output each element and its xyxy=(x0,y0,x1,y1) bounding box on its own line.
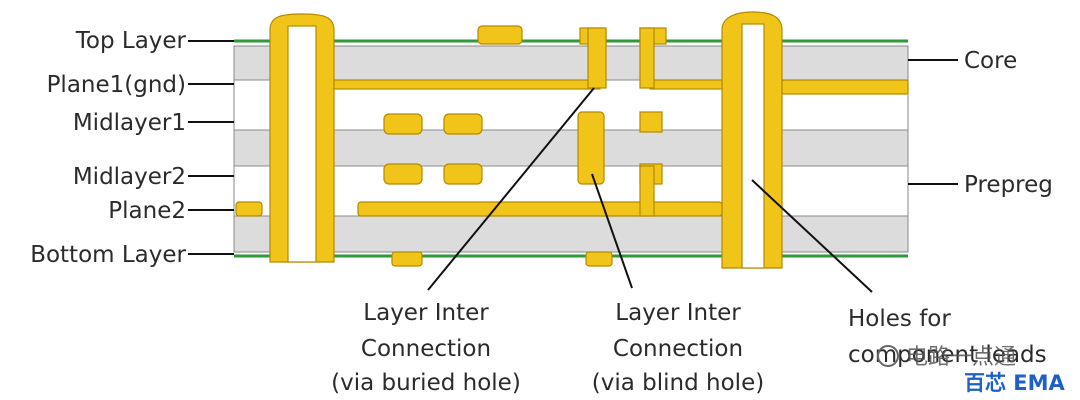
leader-buried xyxy=(427,87,595,291)
watermark-line-2: 百芯 EMA xyxy=(964,371,1066,395)
leader-holes xyxy=(751,179,873,293)
label-plane1: Plane1(gnd) xyxy=(47,72,186,98)
label-top-layer: Top Layer xyxy=(75,28,187,54)
board-stack xyxy=(233,39,909,258)
bottom-pad-2 xyxy=(585,251,613,267)
label-midlayer2: Midlayer2 xyxy=(73,164,186,190)
watermark: 电路一点通 百芯 EMA xyxy=(877,345,1066,395)
through-hole-left-bore xyxy=(287,25,317,263)
label-prepreg: Prepreg xyxy=(964,172,1053,198)
caption-buried-line-1: Layer Inter xyxy=(363,300,489,326)
watermark-line-1: 电路一点通 xyxy=(906,345,1016,370)
blind-via-top xyxy=(587,27,607,89)
plane1-trace-left xyxy=(333,79,601,90)
core-layer-3 xyxy=(233,215,909,253)
leader-blind xyxy=(591,173,633,289)
buried-via xyxy=(577,111,605,185)
leader-lines xyxy=(188,40,958,293)
caption-blind-line-1: Layer Inter xyxy=(615,300,741,326)
midlayer1-pad-2 xyxy=(443,113,483,135)
caption-blind-via: Layer Inter Connection (via blind hole) xyxy=(592,300,764,396)
plane2-trace xyxy=(357,201,723,217)
right-labels: Core Prepreg xyxy=(964,48,1053,198)
via-segment-upper xyxy=(639,27,655,89)
caption-blind-line-3: (via blind hole) xyxy=(592,370,764,396)
core-layer-2 xyxy=(233,129,909,167)
copper-features xyxy=(235,11,909,269)
label-bottom-layer: Bottom Layer xyxy=(30,242,186,268)
core-layer-1 xyxy=(233,45,909,81)
bottom-pad-1 xyxy=(391,251,423,267)
caption-buried-line-3: (via buried hole) xyxy=(331,370,521,396)
caption-buried-via: Layer Inter Connection (via buried hole) xyxy=(331,300,521,396)
midlayer2-pad-2 xyxy=(443,163,483,185)
through-hole-right-bore xyxy=(741,23,765,269)
midlayer1-pad-3 xyxy=(639,111,663,133)
caption-blind-line-2: Connection xyxy=(613,336,743,362)
left-labels: Top Layer Plane1(gnd) Midlayer1 Midlayer… xyxy=(30,28,186,268)
plane1-trace-mid xyxy=(649,79,723,90)
label-plane2: Plane2 xyxy=(108,198,186,224)
top-pad-1 xyxy=(477,25,523,45)
plane2-trace-left xyxy=(235,201,263,217)
plane2-trace-via xyxy=(639,165,655,217)
caption-buried-line-2: Connection xyxy=(361,336,491,362)
wechat-icon xyxy=(877,345,899,367)
plane1-trace-right xyxy=(781,79,909,95)
caption-holes-line-1: Holes for xyxy=(848,306,951,332)
label-midlayer1: Midlayer1 xyxy=(73,110,186,136)
midlayer2-pad-1 xyxy=(383,163,423,185)
midlayer1-pad-1 xyxy=(383,113,423,135)
label-core: Core xyxy=(964,48,1017,74)
